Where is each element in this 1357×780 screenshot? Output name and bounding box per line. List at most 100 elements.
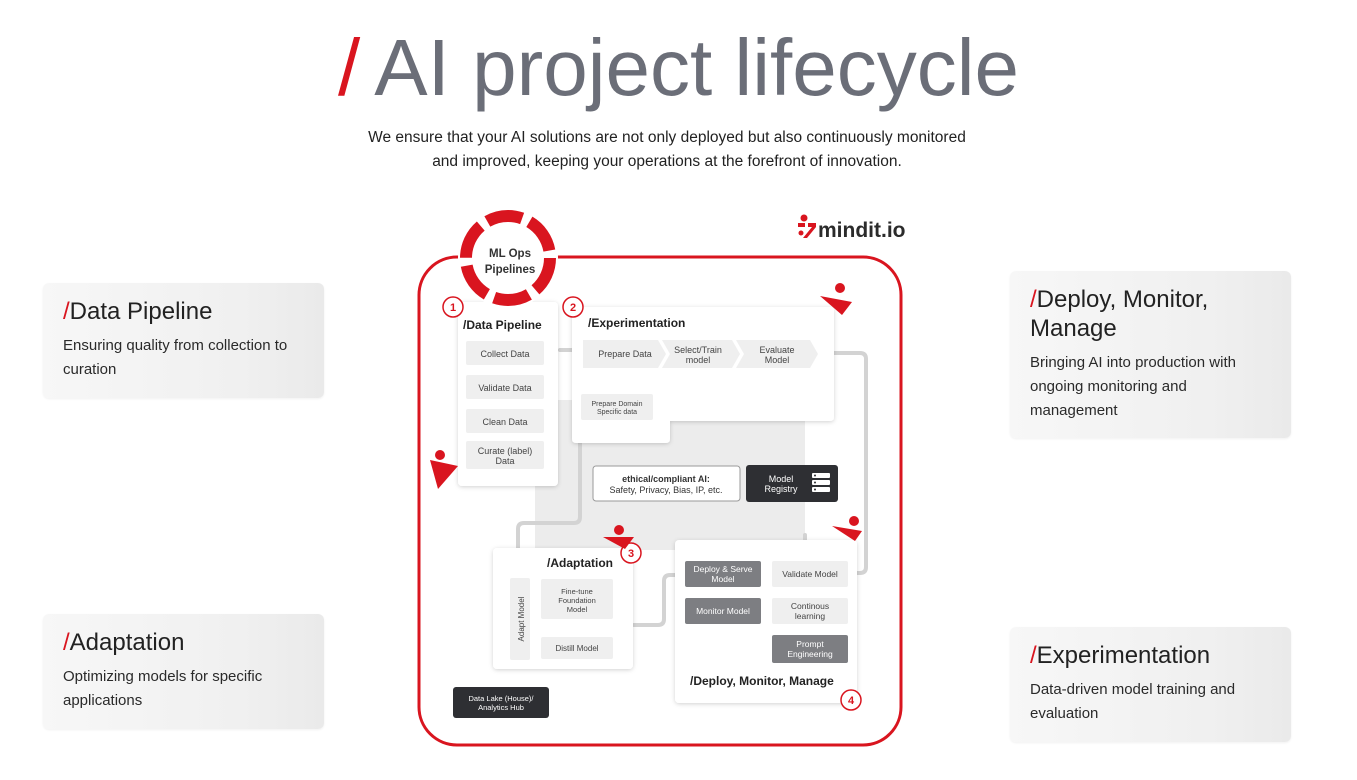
monitor-model-label: Monitor Model — [696, 606, 750, 616]
evaluate-model-label-2: Model — [765, 355, 790, 365]
card-slash: / — [63, 298, 70, 325]
page-title: /AI project lifecycle — [0, 20, 1357, 116]
continuous-learning-label-1: Continous — [791, 601, 829, 611]
card-title: /Experimentation — [1030, 641, 1271, 670]
data-pipeline-items: Collect Data Validate Data Clean Data Cu… — [466, 341, 544, 469]
model-registry-label-1: Model — [769, 474, 794, 484]
validate-model-label: Validate Model — [782, 569, 838, 579]
select-train-label-2: model — [686, 355, 711, 365]
prompt-engineering-label-2: Engineering — [787, 649, 833, 659]
ml-ops-label-2: Pipelines — [485, 264, 536, 276]
outer-frame — [417, 255, 903, 747]
distill-model-box — [541, 637, 613, 659]
curate-data-box — [466, 441, 544, 469]
prepare-domain-label-1: Prepare Domain — [592, 401, 643, 408]
continuous-learning-box — [772, 598, 848, 624]
step-badge-3-label: 3 — [628, 548, 634, 560]
curate-data-label-2: Data — [495, 456, 514, 466]
mindit-logo: mindit.io — [798, 214, 906, 242]
deploy-heading: /Deploy, Monitor, Manage — [690, 674, 834, 688]
card-description: Bringing AI into production with ongoing… — [1030, 354, 1236, 419]
step-badge-3 — [620, 542, 642, 564]
clean-data-box — [466, 409, 544, 433]
deploy-serve-box — [685, 561, 761, 587]
person-icon — [603, 525, 634, 549]
subtitle-line-1: We ensure that your AI solutions are not… — [368, 129, 966, 146]
card-description: Ensuring quality from collection to cura… — [63, 337, 288, 378]
card-title-text: Adaptation — [69, 629, 185, 656]
select-train-label-1: Select/Train — [674, 345, 722, 355]
data-lake-label-1: Data Lake (House)/ — [468, 694, 534, 703]
card-experimentation: /Experimentation Data-driven model train… — [1010, 627, 1291, 742]
evaluate-model-chevron — [736, 340, 818, 368]
ml-ops-label-1: ML Ops — [489, 248, 531, 260]
ethical-ai-label-2: Safety, Privacy, Bias, IP, etc. — [609, 485, 722, 495]
card-title: /Data Pipeline — [63, 297, 304, 326]
model-registry-label-2: Registry — [764, 484, 798, 494]
step-badge-4-label: 4 — [848, 695, 855, 707]
mindit-logo-icon — [798, 214, 816, 238]
person-icon — [820, 283, 852, 315]
prompt-engineering-box — [772, 635, 848, 663]
fine-tune-label-1: Fine-tune — [561, 587, 593, 596]
ethical-ai-label-1: ethical/compliant AI: — [622, 474, 710, 484]
step-badge-2 — [562, 296, 584, 318]
card-description: Optimizing models for specific applicati… — [63, 668, 263, 709]
prepare-domain-label-2: Specific data — [597, 409, 637, 416]
step-badge-4 — [840, 689, 862, 711]
validate-model-box — [772, 561, 848, 587]
prepare-data-label: Prepare Data — [598, 349, 652, 359]
title-slash: / — [338, 23, 361, 112]
server-icon — [812, 473, 830, 492]
fine-tune-label-3: Model — [567, 605, 588, 614]
prepare-domain-box — [581, 394, 653, 420]
select-train-chevron — [662, 340, 740, 368]
card-title-text: Deploy, Monitor, Manage — [1030, 286, 1209, 342]
clean-data-label: Clean Data — [482, 417, 527, 427]
subtitle-line-2: and improved, keeping your operations at… — [432, 153, 902, 170]
ethical-ai-box — [592, 465, 741, 502]
ml-ops-ring — [460, 210, 556, 306]
deploy-serve-label-1: Deploy & Serve — [693, 564, 752, 574]
curate-data-label-1: Curate (label) — [478, 446, 533, 456]
card-data-pipeline: /Data Pipeline Ensuring quality from col… — [43, 283, 324, 398]
collect-data-box — [466, 341, 544, 365]
step-badges: 1 2 3 4 — [442, 296, 862, 711]
page-subtitle: We ensure that your AI solutions are not… — [300, 126, 1034, 174]
card-title: /Adaptation — [63, 628, 304, 657]
monitor-model-box — [685, 598, 761, 624]
experimentation-chevrons: Prepare Data Select/Train model Evaluate… — [581, 340, 818, 420]
evaluate-model-label-1: Evaluate — [759, 345, 794, 355]
card-description: Data-driven model training and evaluatio… — [1030, 681, 1236, 722]
step-badge-2-label: 2 — [570, 302, 576, 314]
prompt-engineering-label-1: Prompt — [796, 639, 824, 649]
validate-data-label: Validate Data — [478, 383, 531, 393]
deploy-serve-label-2: Model — [711, 574, 734, 584]
card-title-text: Data Pipeline — [69, 298, 213, 325]
adapt-model-bar — [510, 578, 530, 660]
card-slash: / — [63, 629, 70, 656]
ml-ops-cycle: ML Ops Pipelines — [458, 208, 558, 308]
person-icon — [832, 516, 862, 541]
card-title: /Deploy, Monitor, Manage — [1030, 285, 1271, 343]
step-badge-1-label: 1 — [450, 302, 456, 314]
continuous-learning-label-2: learning — [795, 611, 826, 621]
mindit-logo-text: mindit.io — [818, 219, 906, 242]
card-slash: / — [1030, 642, 1037, 669]
validate-data-box — [466, 375, 544, 399]
data-pipeline-heading: /Data Pipeline — [463, 318, 542, 332]
card-title-text: Experimentation — [1036, 642, 1211, 669]
step-badge-1 — [442, 296, 464, 318]
distill-model-label: Distill Model — [555, 644, 598, 653]
adapt-model-label: Adapt Model — [517, 596, 526, 641]
card-adaptation: /Adaptation Optimizing models for specif… — [43, 614, 324, 729]
experimentation-heading: /Experimentation — [588, 316, 685, 330]
title-text: AI project lifecycle — [374, 23, 1019, 112]
fine-tune-box — [541, 579, 613, 619]
fine-tune-label-2: Foundation — [558, 596, 596, 605]
collect-data-label: Collect Data — [480, 349, 529, 359]
lifecycle-diagram: /Data Pipeline Collect Data Validate Dat… — [417, 208, 906, 747]
adaptation-heading: /Adaptation — [547, 556, 613, 570]
person-icon — [430, 450, 458, 489]
data-lake-box — [453, 687, 549, 718]
